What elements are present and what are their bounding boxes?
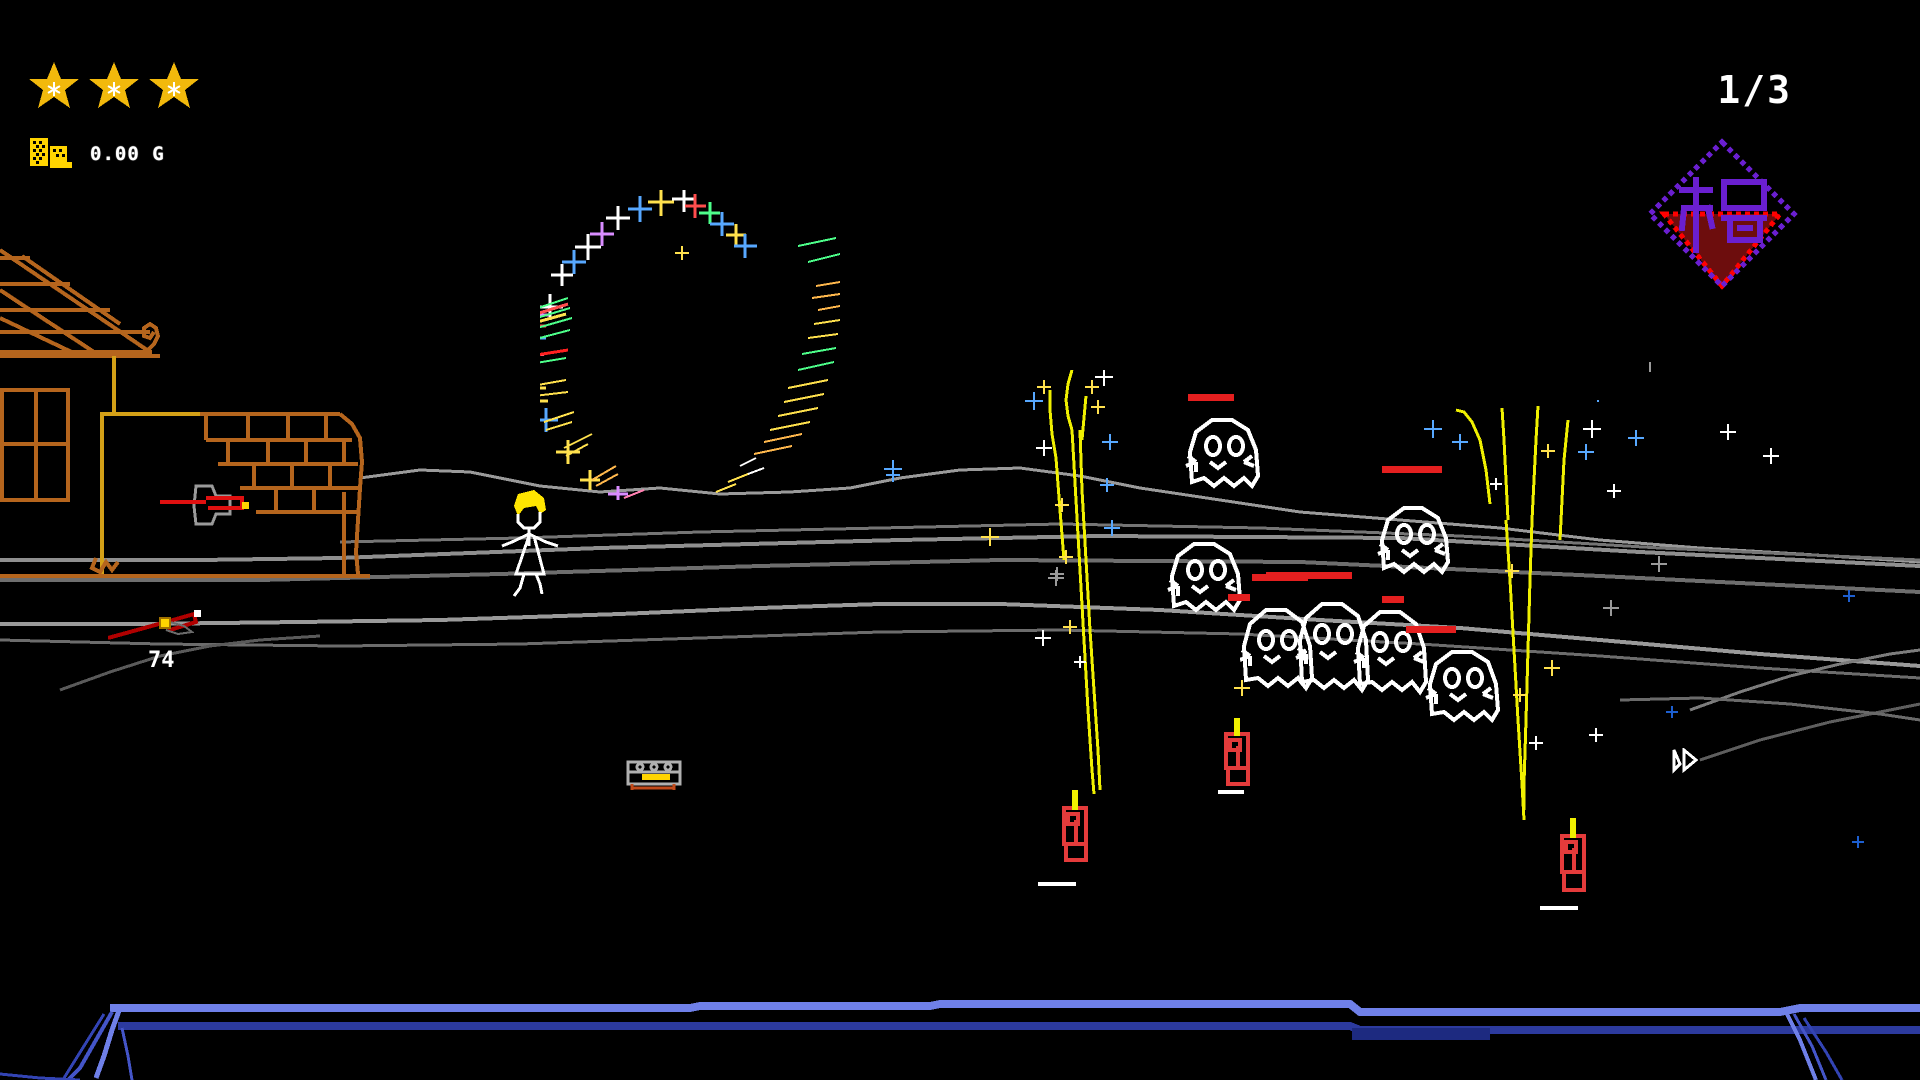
rocket-near-house: [160, 484, 249, 526]
enemy-health-bar: [1188, 394, 1234, 401]
enemy-health-bar: [1406, 626, 1456, 633]
enemy-health-bar: [1382, 596, 1404, 603]
floating-lantern: [626, 760, 682, 790]
launcher-left[interactable]: [1058, 790, 1098, 870]
mouse-cursor: [1672, 748, 1698, 774]
ghost-cluster[interactable]: [1240, 596, 1440, 696]
firework-trail-right: [1452, 400, 1599, 821]
enemy-health-bar: [1228, 594, 1250, 601]
star-icon-3: [148, 60, 200, 110]
launcher-right[interactable]: [1556, 818, 1596, 900]
enemy-health-bar: [1266, 572, 1352, 579]
enemy-health-bar: [1382, 466, 1442, 473]
ghost[interactable]: [1420, 640, 1510, 726]
money-amount: 0.00 G: [90, 143, 165, 165]
coin-stack-icon: [30, 138, 72, 168]
ghost[interactable]: [1372, 496, 1462, 578]
firework-trail-left: [1025, 370, 1118, 795]
japanese-house: [0, 248, 370, 578]
money-display: 0.00 G: [28, 136, 165, 172]
calamity-emblem[interactable]: [1642, 134, 1802, 294]
star-rating: [28, 60, 200, 110]
launcher-base-bar: [1218, 790, 1244, 794]
star-icon-1: [28, 60, 80, 110]
launcher-base-bar: [1038, 882, 1076, 886]
rocket-in-flight: [108, 610, 201, 640]
ghost[interactable]: [1178, 406, 1274, 492]
wave-counter: 1/3: [1717, 68, 1792, 112]
star-icon-2: [88, 60, 140, 110]
launcher-base-bar: [1540, 906, 1578, 910]
rocket-damage-label: 74: [148, 648, 175, 673]
launcher-center[interactable]: [1220, 718, 1260, 796]
girl-character[interactable]: [500, 488, 564, 598]
firework-explosion-ring: [540, 190, 840, 500]
